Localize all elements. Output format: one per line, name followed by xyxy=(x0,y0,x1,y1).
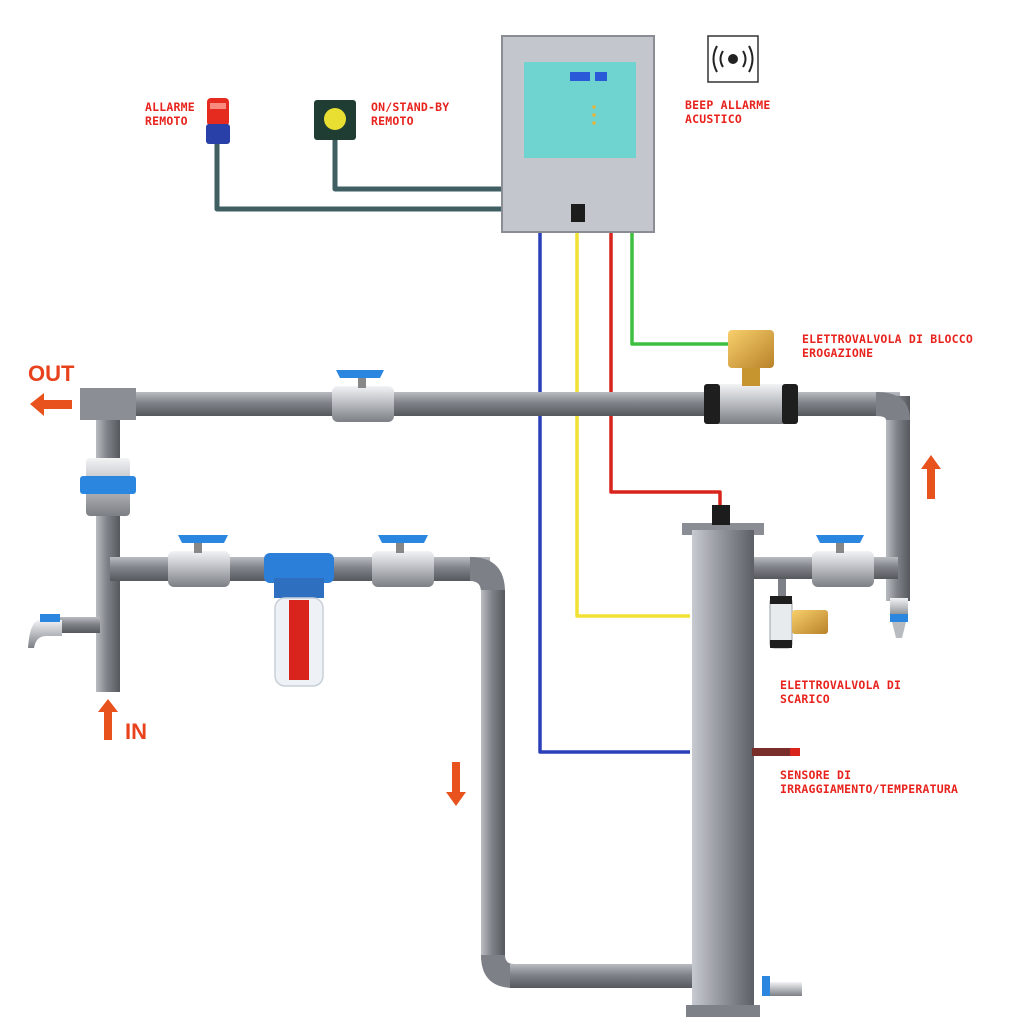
remote-alarm-cable xyxy=(214,142,505,212)
drain-valve-label: ELETTROVALVOLA DI SCARICO xyxy=(780,678,902,706)
in-arrow-icon xyxy=(98,699,118,740)
out-arrow-icon xyxy=(30,393,72,416)
uv-reactor xyxy=(682,505,802,1017)
down-arrow-icon xyxy=(446,762,466,806)
sensor-probe xyxy=(752,748,800,756)
sample-taps xyxy=(28,598,908,996)
supply-solenoid-valve xyxy=(704,330,798,424)
alarm-beacon-icon xyxy=(206,98,230,144)
reactor-bottom-fitting xyxy=(762,982,802,996)
supply-valve-label: ELETTROVALVOLA DI BLOCCO EROGAZIONE xyxy=(802,332,973,360)
standby-button-icon xyxy=(314,100,356,140)
flow-arrows xyxy=(30,393,941,806)
out-label: OUT xyxy=(28,361,75,386)
speaker-icon xyxy=(707,35,759,83)
up-arrow-icon xyxy=(921,455,941,499)
beep-alarm-label: BEEP ALLARME ACUSTICO xyxy=(685,98,771,126)
panel-switch xyxy=(571,204,585,222)
lamp-cap xyxy=(712,505,730,525)
control-panel xyxy=(501,35,655,233)
ball-valves xyxy=(168,370,874,587)
green-wire xyxy=(630,232,728,346)
out-ball-valve xyxy=(332,370,394,422)
remote-alarm-label: ALLARME REMOTO xyxy=(145,100,195,128)
yellow-wire xyxy=(575,232,690,618)
remote-standby-label: ON/STAND-BY REMOTO xyxy=(371,100,450,128)
in-label: IN xyxy=(125,719,147,744)
filter-inlet-ball-valve xyxy=(168,535,230,587)
left-manifold xyxy=(96,396,120,692)
remote-standby-cable xyxy=(332,140,505,192)
drain-solenoid-valve xyxy=(769,596,828,649)
sensor-label: SENSORE DI IRRAGGIAMENTO/TEMPERATURA xyxy=(780,768,959,796)
filter-outlet-ball-valve xyxy=(372,535,434,587)
reactor-outlet-ball-valve xyxy=(812,535,874,587)
cartridge-filter xyxy=(264,553,334,687)
red-wire xyxy=(609,232,722,508)
bypass-union xyxy=(80,458,136,516)
downcomer-pipe xyxy=(481,590,505,960)
bottom-feed-pipe xyxy=(510,964,695,988)
